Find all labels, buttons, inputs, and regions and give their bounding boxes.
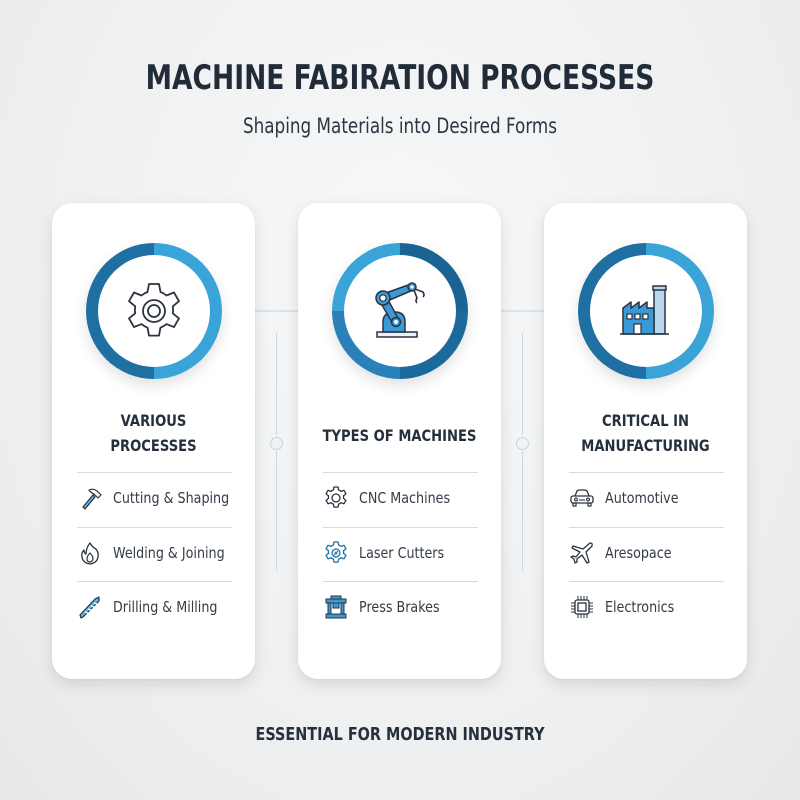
- page-title: MACHINE FABIRATION PROCESSES: [145, 58, 655, 98]
- list-item: Cutting & Shaping: [77, 483, 237, 513]
- divider: [569, 472, 724, 473]
- car-icon: [569, 485, 595, 511]
- divider: [569, 581, 724, 582]
- list-item: CNC Machines: [323, 483, 483, 513]
- connector-line: [522, 451, 523, 571]
- divider: [77, 472, 232, 473]
- list-item: Press Brakes: [323, 592, 483, 622]
- list-item: Drilling & Milling: [77, 592, 237, 622]
- connector-line: [276, 451, 277, 571]
- list-item: Automotive: [569, 483, 729, 513]
- list-item: Aresopace: [569, 538, 729, 568]
- card-heading: VARIOUS PROCESSES: [110, 411, 197, 455]
- card-heading: CRITICAL IN MANUFACTURING: [581, 411, 710, 455]
- connector-node: [270, 437, 283, 450]
- connector-line: [276, 333, 277, 435]
- page-subtitle: Shaping Materials into Desired Forms: [242, 114, 558, 138]
- drill-bit-icon: [77, 594, 103, 620]
- gear-icon: [128, 283, 180, 337]
- flame-icon: [77, 540, 103, 566]
- connector-line: [522, 333, 523, 435]
- card-types-of-machines: TYPES OF MACHINES CNC Machines Laser Cut…: [298, 203, 501, 679]
- divider: [77, 581, 232, 582]
- divider: [323, 581, 478, 582]
- robot-arm-icon: [375, 282, 425, 338]
- hammer-icon: [77, 485, 103, 511]
- divider: [323, 472, 478, 473]
- list-item: Welding & Joining: [77, 538, 237, 568]
- press-icon: [323, 594, 349, 620]
- icon-ring: [332, 243, 468, 379]
- connector-node: [516, 437, 529, 450]
- list-item: Laser Cutters: [323, 538, 483, 568]
- icon-ring: [86, 243, 222, 379]
- laser-cog-icon: [323, 540, 349, 566]
- footer-tagline: ESSENTIAL FOR MODERN INDUSTRY: [255, 724, 545, 745]
- card-heading: TYPES OF MACHINES: [322, 426, 477, 445]
- cog-icon: [323, 485, 349, 511]
- divider: [569, 527, 724, 528]
- factory-icon: [620, 285, 669, 335]
- list-item: Electronics: [569, 592, 729, 622]
- chip-icon: [569, 594, 595, 620]
- card-various-processes: VARIOUS PROCESSES Cutting & Shaping Weld…: [52, 203, 255, 679]
- card-critical-in-manufacturing: CRITICAL IN MANUFACTURING Automotive Are…: [544, 203, 747, 679]
- icon-ring: [578, 243, 714, 379]
- divider: [323, 527, 478, 528]
- divider: [77, 527, 232, 528]
- airplane-icon: [569, 540, 595, 566]
